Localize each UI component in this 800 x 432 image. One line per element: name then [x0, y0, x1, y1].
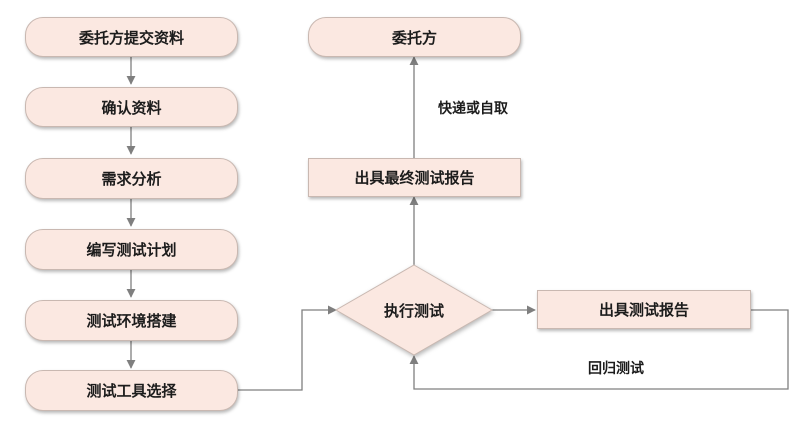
step-requirement-analysis: 需求分析 — [25, 158, 238, 199]
node-test-report: 出具测试报告 — [537, 290, 751, 329]
decision-diamond-shape — [334, 264, 494, 356]
step-write-test-plan: 编写测试计划 — [25, 229, 238, 270]
label-delivery: 快递或自取 — [438, 101, 508, 117]
step-setup-environment: 测试环境搭建 — [25, 300, 238, 341]
arrow-tools-to-execute — [238, 305, 337, 391]
node-client: 委托方 — [308, 17, 521, 57]
step-select-tools: 测试工具选择 — [25, 370, 238, 411]
label-regression-test: 回归测试 — [588, 361, 644, 377]
arrow-regression-loop — [409, 309, 789, 390]
node-final-report: 出具最终测试报告 — [308, 158, 521, 197]
step-confirm-materials: 确认资料 — [25, 87, 238, 127]
node-execute-test: 执行测试 — [383, 301, 444, 320]
step-submit-materials: 委托方提交资料 — [25, 17, 238, 57]
